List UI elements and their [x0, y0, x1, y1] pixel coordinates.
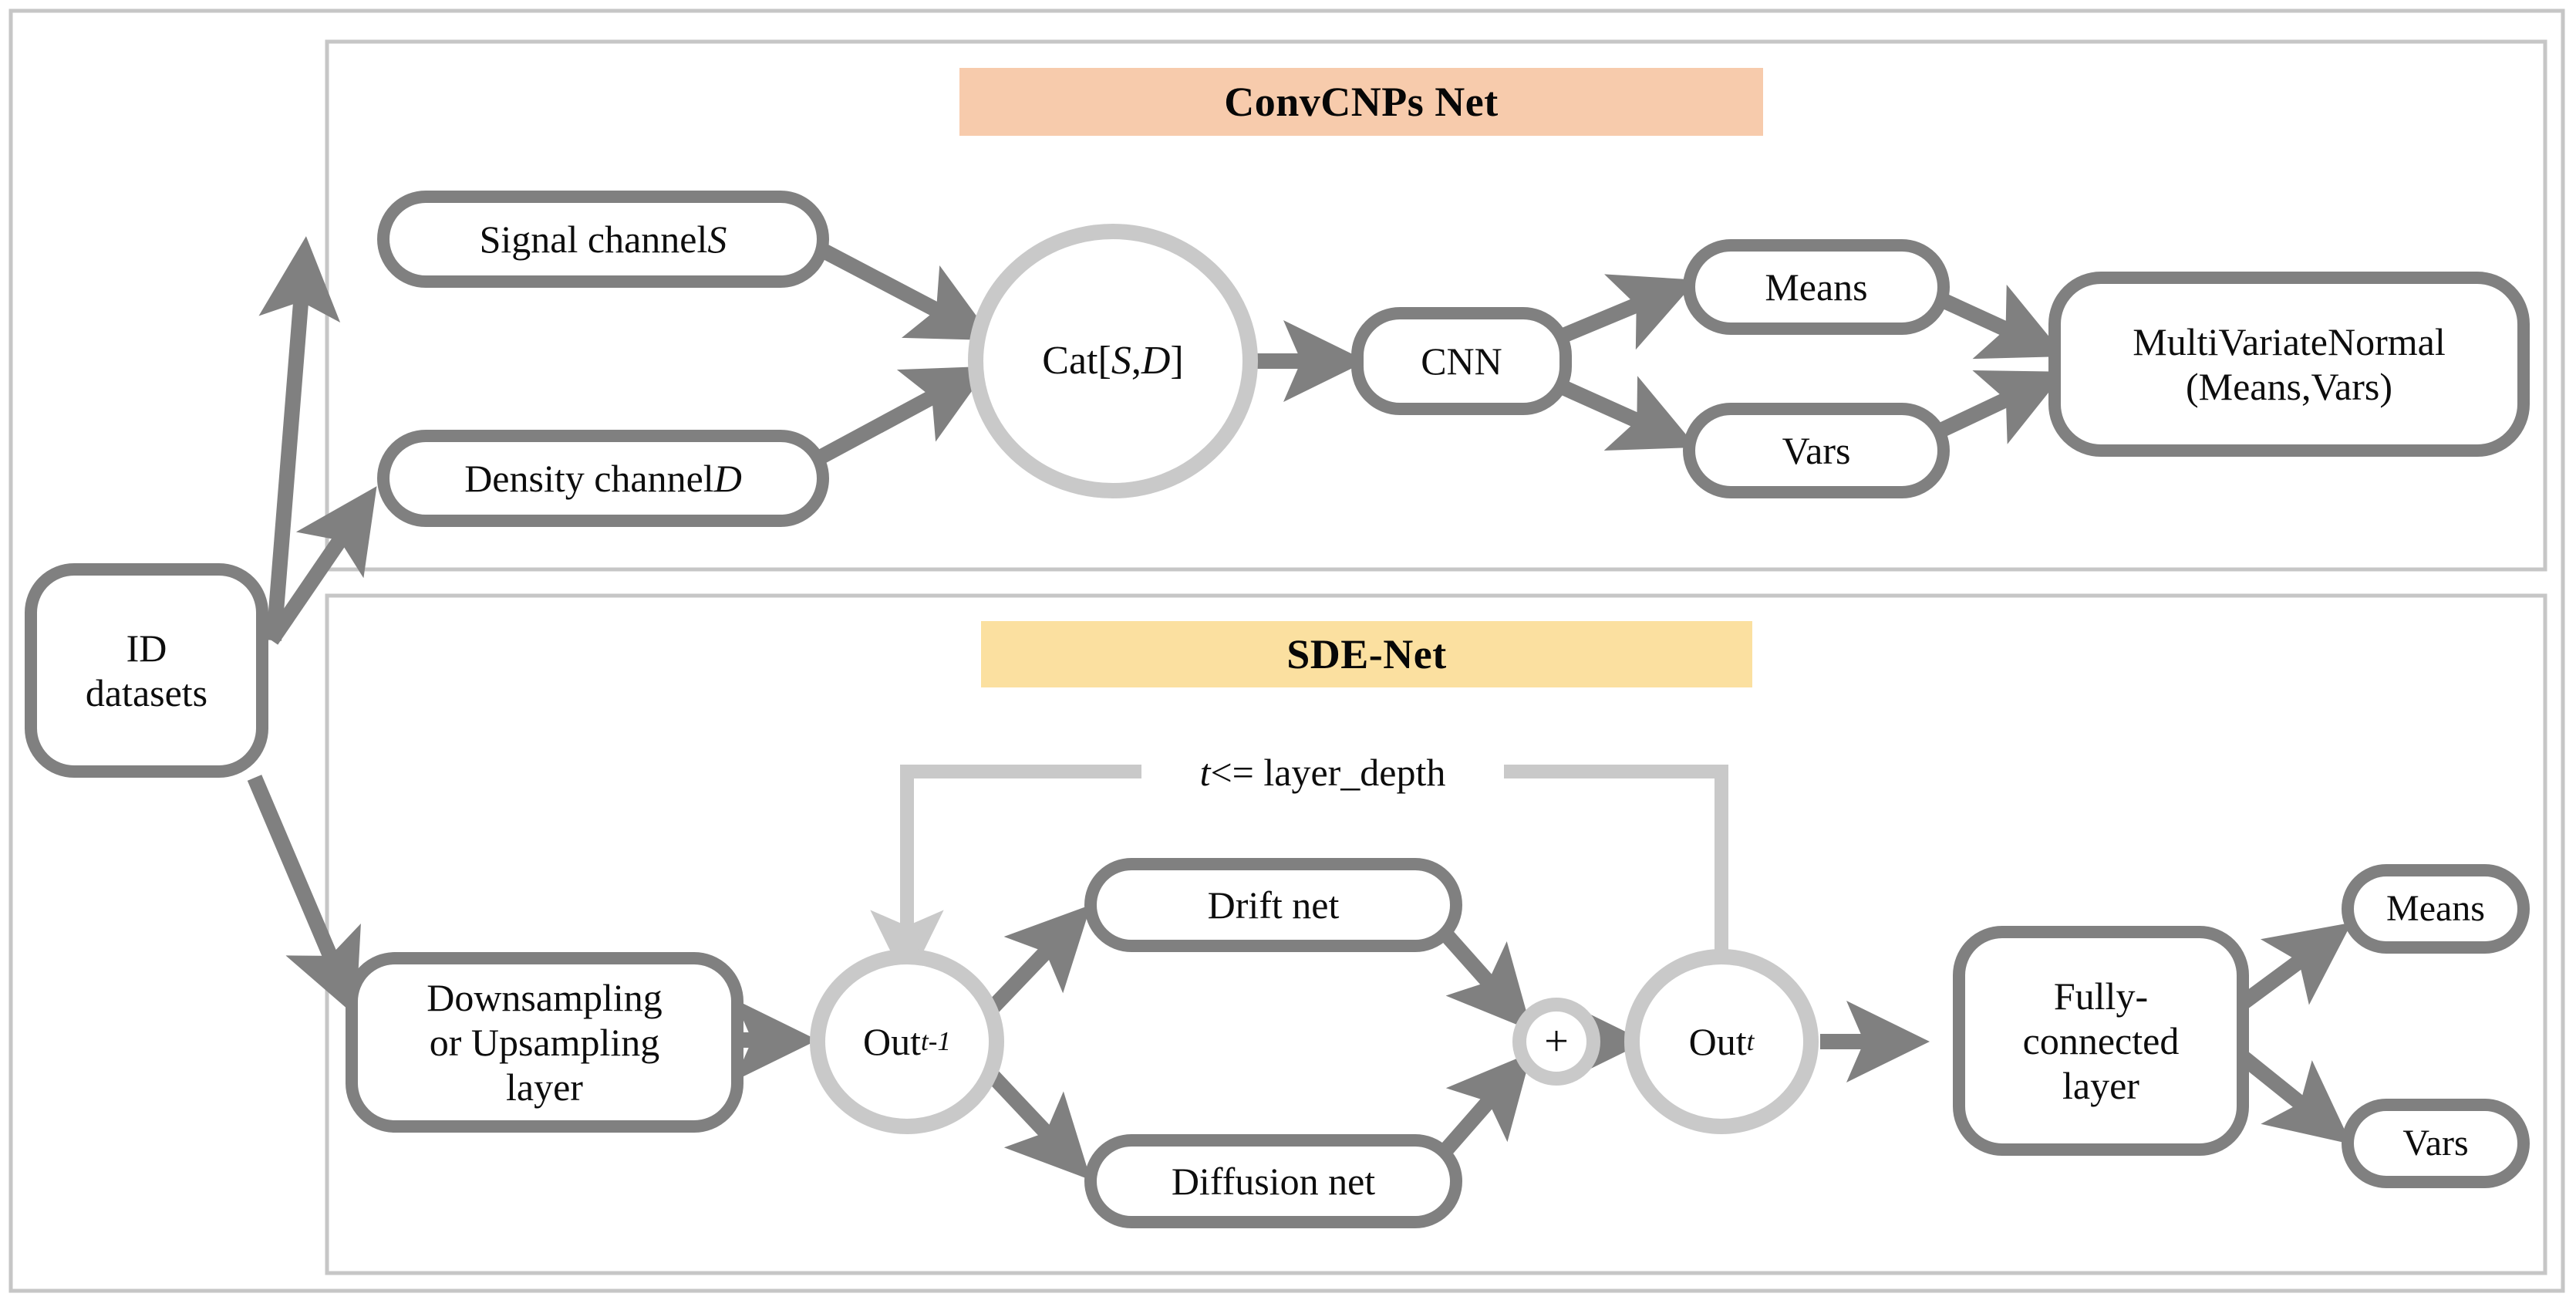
edge-means-to-mvn — [1934, 284, 2065, 360]
node-id-datasets-shape[interactable] — [25, 563, 268, 778]
node-fc-layer-shape[interactable] — [1953, 926, 2249, 1156]
edge-id-to-downsampling — [247, 775, 361, 1017]
convcnps-band-bg — [959, 68, 1763, 136]
node-means-shape[interactable] — [1683, 239, 1950, 335]
sdenet-band-bg — [981, 621, 1752, 687]
sdenet-band-label: SDE-Net — [1286, 631, 1447, 677]
node-means2-shape[interactable] — [2342, 864, 2530, 954]
convcnps-band-label: ConvCNPs Net — [1224, 79, 1499, 125]
outer-frame — [8, 8, 2565, 1293]
edge-density-to-cat — [806, 366, 990, 470]
edge-cnn-to-means — [1556, 274, 1698, 350]
node-drift-net-shape[interactable] — [1084, 858, 1462, 952]
node-signal-channel-shape[interactable] — [377, 191, 829, 288]
edge-fc-to-means2 — [2238, 922, 2352, 1010]
node-vars-shape[interactable] — [1683, 403, 1950, 498]
node-mvn-shape[interactable] — [2048, 272, 2530, 457]
edge-vars-to-mvn — [1934, 370, 2065, 444]
node-cnn-shape[interactable] — [1351, 307, 1572, 415]
node-downsampling-shape[interactable] — [346, 952, 743, 1133]
node-plus-shape[interactable] — [1512, 998, 1600, 1086]
edge-id-to-signal — [258, 236, 341, 641]
node-density-channel-shape[interactable] — [377, 430, 829, 527]
edge-id-to-density — [265, 486, 377, 645]
node-cat-sd-shape[interactable] — [968, 224, 1258, 498]
loop-label-mask — [1141, 747, 1504, 798]
node-out-prev-shape[interactable] — [810, 949, 1004, 1134]
node-out-cur-shape[interactable] — [1624, 949, 1819, 1134]
node-diffusion-net-shape[interactable] — [1084, 1134, 1462, 1228]
edge-cnn-to-vars — [1556, 376, 1697, 451]
node-vars2-shape[interactable] — [2342, 1099, 2530, 1188]
edge-signal-to-cat — [815, 241, 995, 341]
edge-fc-to-vars2 — [2237, 1051, 2352, 1145]
